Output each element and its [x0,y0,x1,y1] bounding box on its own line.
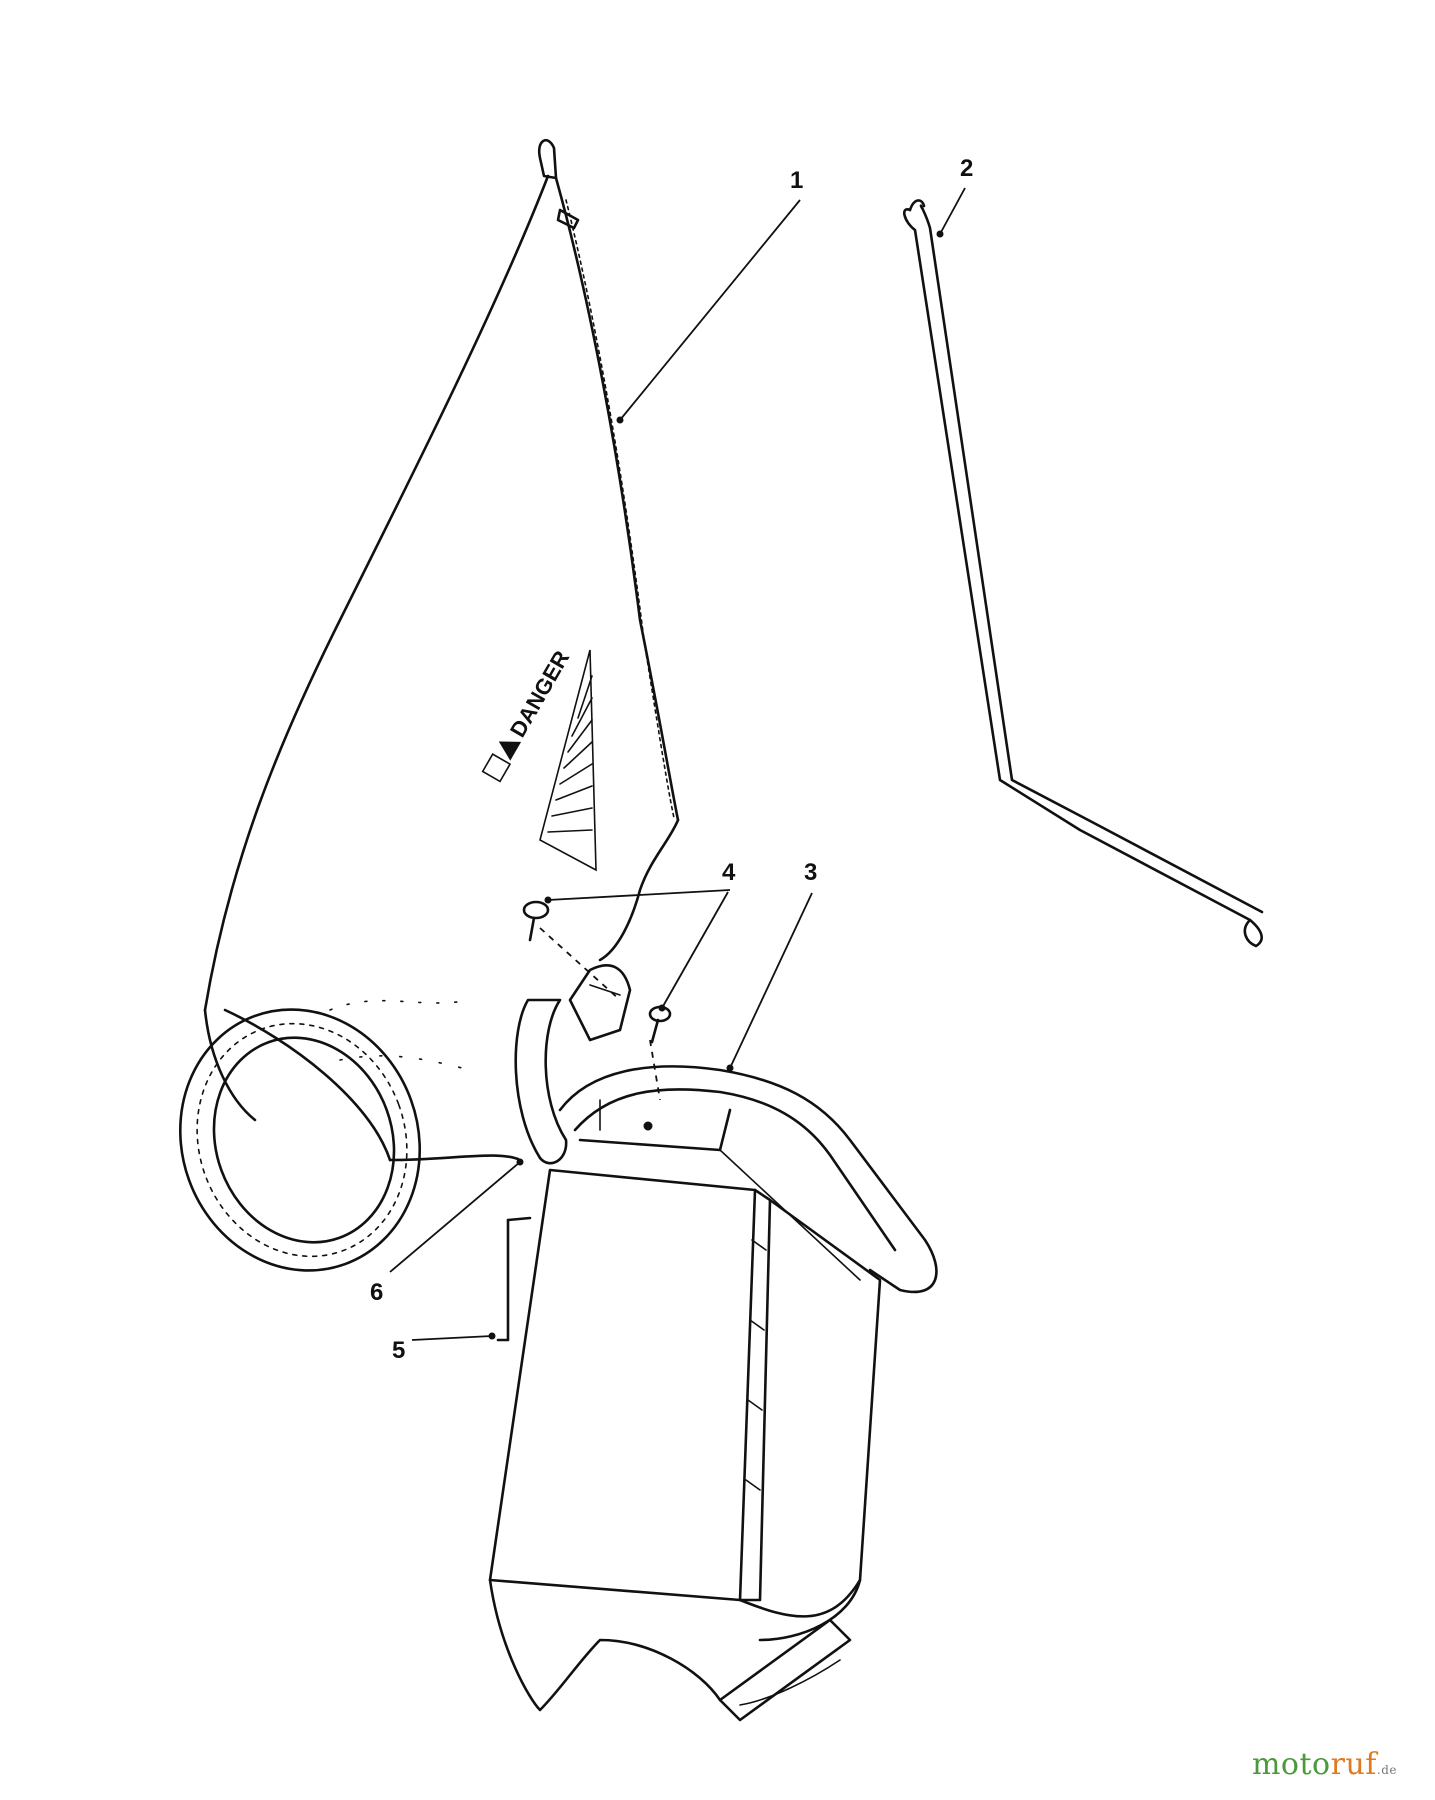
callout-5: 5 [392,1337,405,1364]
callouts: 1 2 3 4 5 6 [370,155,973,1364]
callout-6: 6 [370,1279,383,1306]
callout-3: 3 [804,859,817,886]
leader-lines [389,187,966,1341]
callout-2: 2 [960,155,973,182]
callout-1: 1 [790,167,803,194]
bag-clip [514,964,632,1165]
callout-4: 4 [722,859,736,886]
support-rod [902,199,1264,948]
watermark-part2: ruf [1330,1747,1377,1782]
panel-plate [496,1216,532,1342]
site-watermark: motoruf.de [1252,1747,1397,1782]
discharge-chute [488,1065,938,1722]
grass-bag: DANGER [178,139,680,1272]
watermark-suffix: .de [1376,1763,1397,1777]
svg-text:DANGER: DANGER [505,646,574,741]
danger-hatch [539,649,597,872]
watermark-part1: moto [1251,1747,1331,1782]
